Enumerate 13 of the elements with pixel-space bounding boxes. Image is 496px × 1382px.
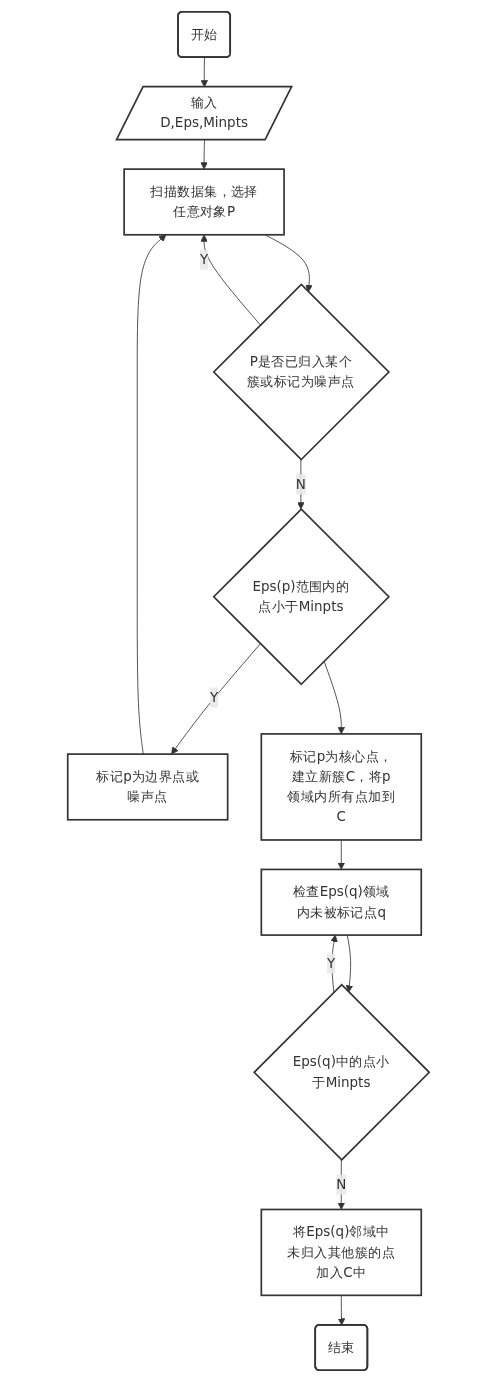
edge-label: Y xyxy=(326,955,335,972)
node-box: 检查Eps(q)领域内未被标记点q xyxy=(260,868,422,936)
edge-label: N xyxy=(335,1176,346,1193)
edge-label: Y xyxy=(209,689,218,706)
node-diamond: Eps(p)范围内的点小于Minpts xyxy=(212,508,390,686)
node-box: 扫描数据集，选择任意对象P xyxy=(122,168,285,236)
node-box: 标记p为核心点，建立新簇C，将p领域内所有点加到C xyxy=(260,733,422,841)
node-diamond: P是否已归入某个簇或标记为噪声点 xyxy=(212,283,390,461)
edge-label: N xyxy=(295,475,306,492)
node-box: 标记p为边界点或噪声点 xyxy=(66,753,228,821)
node-diamond: Eps(q)中的点小于Minpts xyxy=(252,983,430,1161)
node-box: 将Eps(q)邻域中未归入其他簇的点加入C中 xyxy=(260,1208,422,1297)
edge-label: Y xyxy=(199,251,208,268)
